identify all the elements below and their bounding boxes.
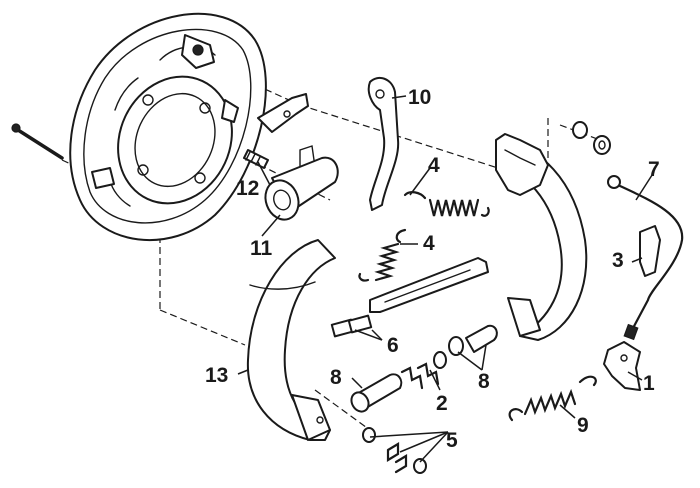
part-3-cable-bracket	[639, 225, 661, 277]
label-4-upper: 4	[428, 154, 440, 177]
part-6-adjuster-pads	[330, 314, 373, 338]
label-3: 3	[612, 249, 624, 272]
part-10-parking-lever	[367, 76, 400, 211]
label-9: 9	[577, 414, 589, 437]
part-11-wheel-cylinder	[264, 145, 339, 221]
label-7: 7	[648, 158, 660, 181]
label-4-lower: 4	[423, 232, 435, 255]
part-8-piston-right	[448, 324, 498, 356]
mounting-bolt	[11, 123, 64, 160]
label-11: 11	[250, 237, 273, 260]
part-4-return-spring-upper	[403, 191, 490, 217]
label-8-left: 8	[330, 366, 342, 389]
label-2: 2	[436, 392, 448, 415]
adjuster-plate	[257, 93, 309, 133]
part-12-bleeder-screw	[243, 149, 269, 169]
part-7-parking-cable	[607, 175, 684, 341]
part-13-brake-shoe-left	[246, 239, 336, 441]
label-1: 1	[643, 372, 655, 395]
callout-leaders	[237, 95, 655, 463]
brake-backing-plate	[69, 12, 267, 242]
label-10: 10	[408, 86, 431, 109]
label-5: 5	[446, 429, 458, 452]
part-8-piston-left	[350, 373, 403, 413]
adjuster-strut	[369, 257, 489, 313]
label-8-right: 8	[478, 370, 490, 393]
label-13: 13	[205, 364, 228, 387]
callout-labels: 10 4 12 4 11 6 13 8 8 2 5 9 1 3 7	[205, 86, 660, 452]
label-6: 6	[387, 334, 399, 357]
part-1-lever-bracket	[603, 341, 641, 391]
part-4-return-spring-lower	[358, 228, 407, 282]
part-5-hold-down-springs	[362, 427, 427, 474]
part-9-lower-return-spring	[508, 375, 597, 422]
part-2-cylinder-spring	[400, 351, 447, 390]
shoe-pin-washers	[572, 121, 611, 155]
brake-shoe-right	[495, 133, 588, 341]
label-12: 12	[236, 177, 259, 200]
